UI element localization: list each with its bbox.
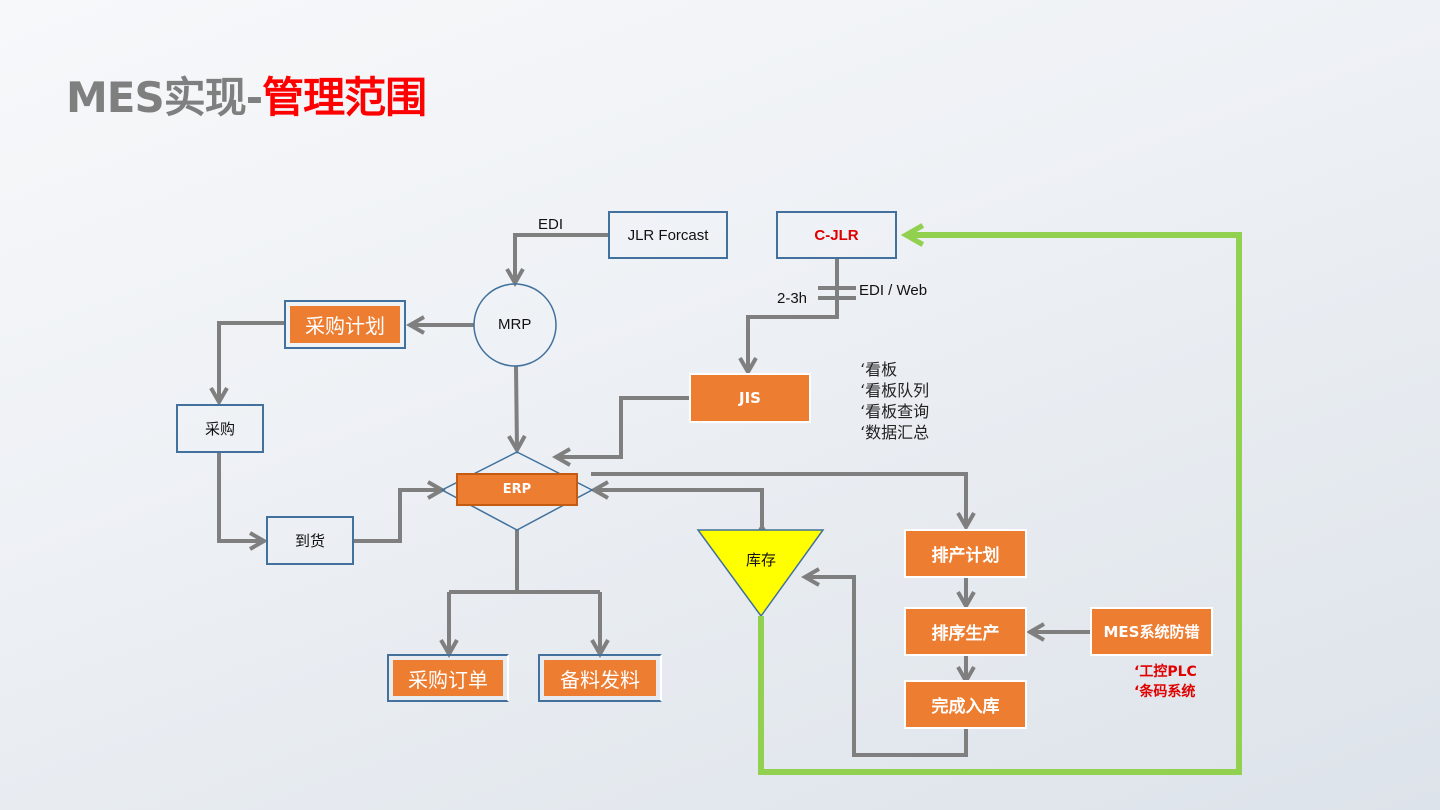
edge-erp-split	[449, 530, 600, 594]
edge-cjlr-jis	[738, 259, 839, 377]
node-material-issue-label: 备料发料	[544, 660, 656, 696]
edge-purchase-arrival	[217, 452, 269, 551]
node-jlr-forcast[interactable]: JLR Forcast	[608, 211, 728, 259]
node-c-jlr-label: C-JLR	[814, 226, 859, 244]
node-arrival-label: 到货	[294, 533, 325, 550]
mes-note: ‘条码系统	[1134, 684, 1196, 700]
node-material-issue[interactable]: 备料发料	[538, 654, 662, 702]
edge-erp-scheduleplan	[591, 472, 976, 532]
edge-finish-inventory	[800, 567, 968, 757]
jis-note: ‘看板	[860, 360, 898, 379]
mes-note: ‘工控PLC	[1134, 664, 1197, 680]
title-highlight: 管理范围	[262, 73, 427, 122]
node-purchase-plan[interactable]: 采购计划	[284, 300, 406, 349]
mrp-node-shape	[473, 283, 557, 367]
node-purchase[interactable]: 采购	[176, 404, 264, 453]
inventory-triangle-shape	[696, 529, 825, 618]
node-schedule-plan[interactable]: 排产计划	[904, 529, 1027, 578]
jis-note: ‘看板队列	[860, 381, 930, 400]
jis-note: ‘数据汇总	[860, 423, 930, 442]
node-jlr-forcast-label: JLR Forcast	[627, 226, 709, 244]
edge-arrival-erp	[353, 480, 447, 543]
node-arrival[interactable]: 到货	[266, 516, 354, 565]
node-sequence-production[interactable]: 排序生产	[904, 607, 1027, 656]
node-schedule-plan-label: 排产计划	[931, 546, 1000, 566]
node-purchase-plan-label: 采购计划	[290, 306, 400, 343]
node-sequence-production-label: 排序生产	[931, 624, 1000, 644]
node-purchase-order[interactable]: 采购订单	[387, 654, 509, 702]
mes-notes-list: ‘工控PLC ‘条码系统	[1134, 662, 1197, 702]
node-erp[interactable]: ERP	[456, 473, 578, 506]
edge-inventory-cjlr-loop	[758, 235, 1242, 775]
node-erp-label: ERP	[502, 482, 532, 497]
node-purchase-label: 采购	[204, 421, 235, 438]
node-mes-errorproof[interactable]: MES系统防错	[1090, 607, 1213, 656]
title-prefix: MES实现-	[66, 73, 263, 122]
edge-label-edi-web: EDI / Web	[859, 282, 928, 299]
edge-jis-erp	[551, 396, 690, 467]
edge-label-lead-time: 2-3h	[777, 290, 808, 307]
node-finish-storage-label: 完成入库	[931, 697, 1000, 717]
node-purchase-order-label: 采购订单	[393, 660, 503, 696]
node-finish-storage[interactable]: 完成入库	[904, 680, 1027, 729]
edge-label-edi: EDI	[538, 216, 564, 233]
edge-purchaseplan-purchase	[209, 321, 285, 407]
node-mes-errorproof-label: MES系统防错	[1103, 623, 1200, 641]
edge-forcast-mrp	[505, 233, 608, 288]
jis-notes-list: ‘看板 ‘看板队列 ‘看板查询 ‘数据汇总	[860, 359, 929, 443]
edge-inventory-erp	[589, 480, 772, 542]
node-mrp-label: MRP	[498, 316, 532, 333]
edge-mrp-erp	[507, 365, 527, 455]
node-c-jlr[interactable]: C-JLR	[776, 211, 897, 259]
page-title: MES实现-管理范围	[66, 64, 427, 125]
node-jis[interactable]: JIS	[689, 373, 811, 423]
node-inventory-label: 库存	[746, 552, 777, 569]
jis-note: ‘看板查询	[860, 402, 930, 421]
node-jis-label: JIS	[739, 389, 761, 407]
